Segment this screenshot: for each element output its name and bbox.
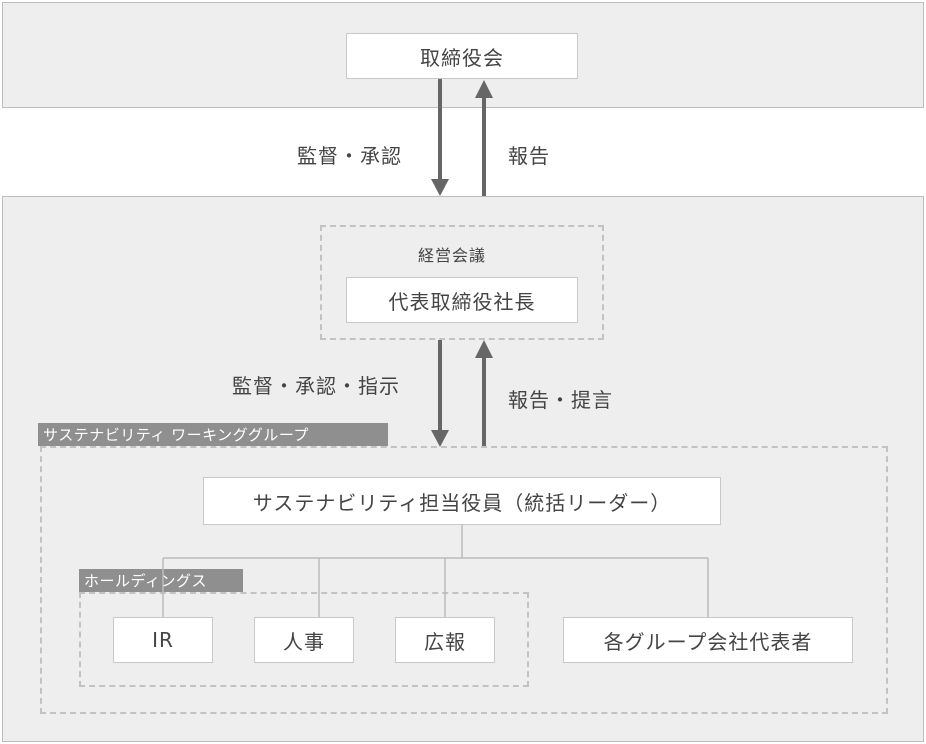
- group-reps-box: 各グループ会社代表者: [563, 617, 853, 663]
- holdings-frame: [79, 592, 529, 687]
- working-group-tag: サステナビリティ ワーキンググループ: [38, 423, 388, 446]
- board-box: 取締役会: [346, 33, 578, 79]
- holdings-tag: ホールディングス: [79, 569, 243, 592]
- president-box: 代表取締役社長: [346, 277, 578, 323]
- ir-label: IR: [152, 628, 174, 652]
- board-label: 取締役会: [420, 45, 504, 70]
- president-label: 代表取締役社長: [388, 289, 536, 314]
- ir-box: IR: [113, 617, 213, 663]
- oversight-approval-label: 監督・承認: [297, 144, 402, 168]
- report-proposal-label: 報告・提言: [508, 388, 613, 412]
- leader-label: サステナビリティ担当役員（統括リーダー）: [252, 490, 672, 515]
- pr-label: 広報: [424, 629, 466, 654]
- working-group-tag-label: サステナビリティ ワーキンググループ: [43, 426, 309, 444]
- pr-box: 広報: [395, 617, 495, 663]
- hr-box: 人事: [254, 617, 354, 663]
- holdings-tag-label: ホールディングス: [84, 572, 207, 590]
- top-down-arrow-head: [431, 179, 449, 196]
- report-label: 報告: [508, 144, 550, 168]
- top-up-arrow-shaft: [482, 96, 486, 196]
- hr-label: 人事: [283, 629, 325, 654]
- group-reps-label: 各グループ会社代表者: [603, 629, 813, 654]
- oversight-approval-instruction-label: 監督・承認・指示: [232, 374, 400, 398]
- leader-box: サステナビリティ担当役員（統括リーダー）: [203, 477, 721, 525]
- working-group-frame: [40, 446, 888, 714]
- management-meeting-frame: [320, 225, 604, 340]
- management-meeting-label: 経営会議: [418, 246, 487, 265]
